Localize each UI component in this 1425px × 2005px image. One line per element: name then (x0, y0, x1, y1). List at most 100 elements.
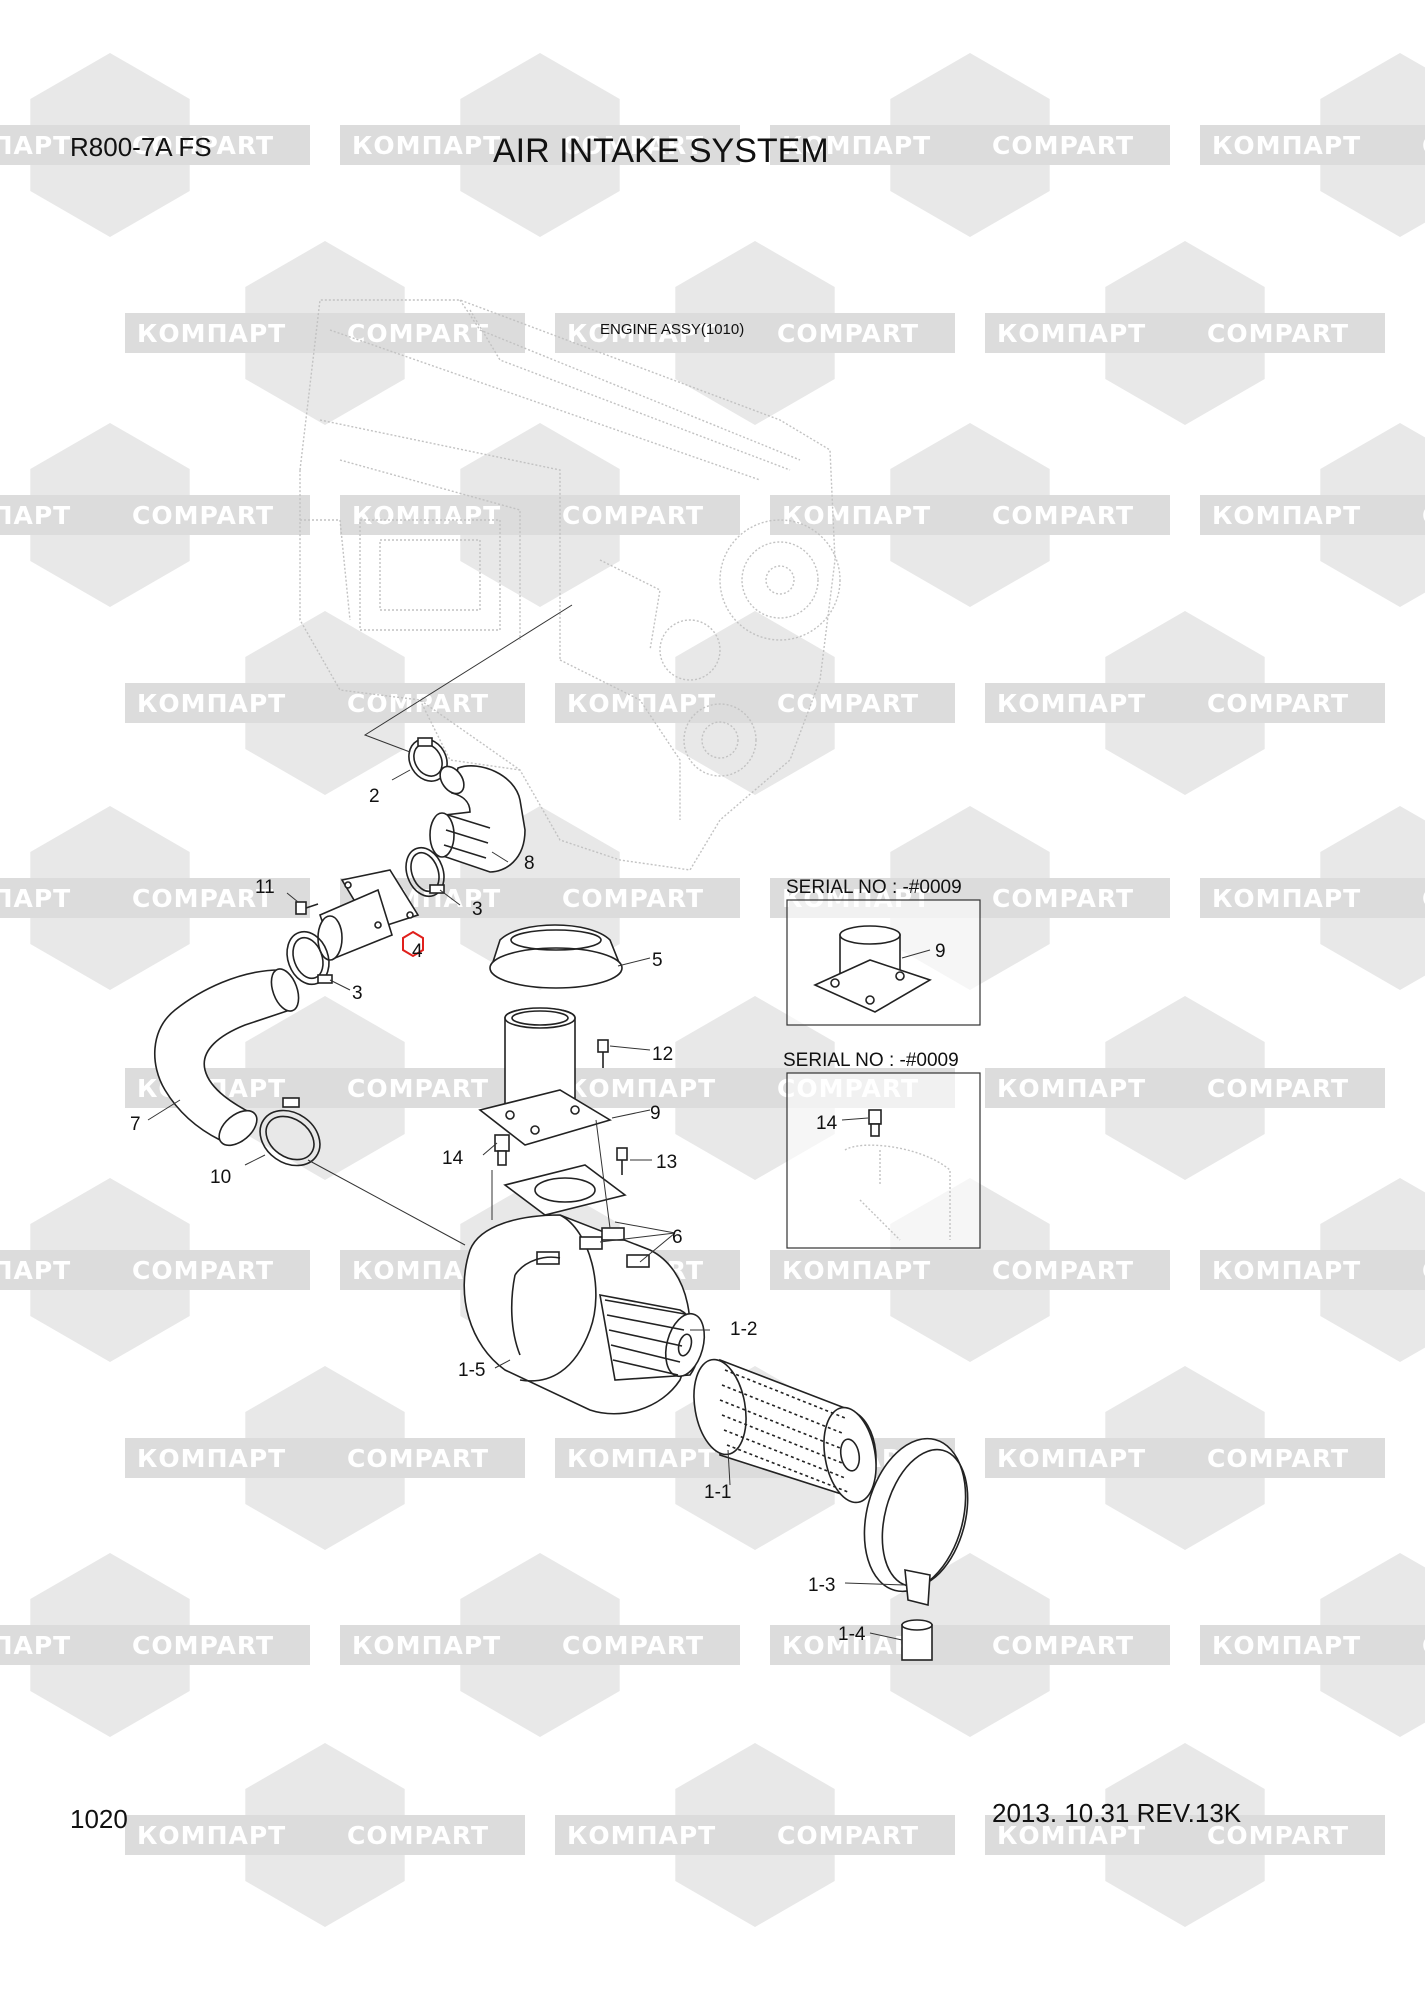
bolt-12 (597, 1039, 609, 1068)
elbow-hose-8 (429, 765, 526, 873)
page-number: 1020 (70, 1804, 128, 1834)
serial-box-title-upper: SERIAL NO : -#0009 (786, 877, 962, 898)
svg-text:COMPART: COMPART (562, 131, 704, 160)
serial-box-lower (786, 1072, 981, 1249)
callout-label: 1-1 (704, 1482, 731, 1503)
callout-label: 4 (412, 941, 423, 962)
svg-text:COMPART: COMPART (1207, 1074, 1349, 1103)
watermark-tile: КОМПАРТ COMPART (0, 806, 310, 990)
svg-text:КОМПАРТ: КОМПАРТ (567, 1444, 716, 1473)
svg-text:КОМПАРТ: КОМПАРТ (137, 1821, 286, 1850)
svg-text:COMPART: COMPART (1207, 689, 1349, 718)
callout-label: 14 (442, 1148, 464, 1169)
elbow-hose-7 (154, 968, 300, 1147)
svg-text:КОМПАРТ: КОМПАРТ (137, 319, 286, 348)
callout-label: 11 (255, 877, 275, 898)
svg-text:КОМПАРТ: КОМПАРТ (567, 1821, 716, 1850)
cap-5 (489, 924, 623, 989)
svg-text:КОМПАРТ: КОМПАРТ (1212, 131, 1361, 160)
svg-text:КОМПАРТ: КОМПАРТ (997, 1074, 1146, 1103)
svg-text:COMPART: COMPART (1422, 1256, 1425, 1285)
serial-box-title-lower: SERIAL NO : -#0009 (783, 1050, 959, 1071)
svg-text:COMPART: COMPART (132, 1256, 274, 1285)
callout-label: 3 (352, 983, 363, 1004)
watermark-tile: КОМПАРТ COMPART (985, 1366, 1385, 1550)
clamp-3-upper (405, 846, 445, 898)
svg-text:КОМПАРТ: КОМПАРТ (352, 1631, 501, 1660)
clamp-10 (259, 1097, 321, 1167)
highlight-marker (402, 930, 424, 958)
watermark-tile: КОМПАРТ COMPART (0, 423, 310, 607)
watermark-tile: КОМПАРТ COMPART (770, 53, 1170, 237)
svg-text:COMPART: COMPART (132, 884, 274, 913)
watermark-layer: КОМПАРТ COMPART КОМПАРТ COMPART КОМПАРТ COMPA… (0, 53, 1425, 1927)
svg-text:COMPART: COMPART (347, 689, 489, 718)
svg-text:КОМПАРТ: КОМПАРТ (0, 501, 71, 530)
svg-text:COMPART: COMPART (992, 131, 1134, 160)
svg-text:COMPART: COMPART (1422, 1631, 1425, 1660)
svg-text:COMPART: COMPART (1207, 1444, 1349, 1473)
callout-label: 8 (524, 853, 535, 874)
callout-label: 1-3 (808, 1575, 835, 1596)
svg-text:КОМПАРТ: КОМПАРТ (567, 1074, 716, 1103)
svg-text:COMPART: COMPART (1207, 319, 1349, 348)
callout-label: 1-5 (458, 1360, 485, 1381)
callout-label: 12 (652, 1044, 673, 1065)
svg-text:КОМПАРТ: КОМПАРТ (352, 131, 501, 160)
svg-text:COMPART: COMPART (1207, 1821, 1349, 1850)
flange-pipe-4 (317, 869, 420, 961)
svg-text:COMPART: COMPART (777, 1821, 919, 1850)
svg-text:COMPART: COMPART (347, 1821, 489, 1850)
watermark-tile: КОМПАРТ COMPART (985, 611, 1385, 795)
svg-text:COMPART: COMPART (132, 501, 274, 530)
svg-text:КОМПАРТ: КОМПАРТ (352, 501, 501, 530)
clamp-3-lower (286, 930, 333, 986)
svg-text:КОМПАРТ: КОМПАРТ (782, 1256, 931, 1285)
watermark-tile: КОМПАРТ COMPART (985, 241, 1385, 425)
svg-text:КОМПАРТ: КОМПАРТ (567, 689, 716, 718)
svg-text:COMPART: COMPART (132, 1631, 274, 1660)
svg-text:COMPART: COMPART (562, 884, 704, 913)
bolt-13 (616, 1147, 628, 1175)
watermark-tile: КОМПАРТ COMPART (0, 1178, 310, 1362)
svg-text:КОМПАРТ: КОМПАРТ (137, 1444, 286, 1473)
callout-label: 1-4 (838, 1624, 866, 1645)
svg-text:COMPART: COMPART (777, 319, 919, 348)
watermark-tile: КОМПАРТ COMPART (1200, 53, 1425, 237)
svg-text:КОМПАРТ: КОМПАРТ (0, 884, 71, 913)
svg-text:COMPART: COMPART (1422, 884, 1425, 913)
svg-text:КОМПАРТ: КОМПАРТ (0, 1256, 71, 1285)
revision-date: 2013. 10.31 REV.13K (992, 1798, 1242, 1828)
serial-box-callout-upper: 9 (935, 941, 946, 962)
callout-label: 7 (130, 1114, 141, 1135)
serial-box-callout-lower: 14 (816, 1113, 838, 1134)
svg-text:COMPART: COMPART (347, 1444, 489, 1473)
watermark-tile: КОМПАРТ COMPART (555, 1743, 955, 1927)
page-title: AIR INTAKE SYSTEM (493, 132, 829, 170)
svg-text:COMPART: COMPART (1422, 131, 1425, 160)
serial-box-upper (786, 899, 981, 1026)
svg-text:КОМПАРТ: КОМПАРТ (782, 131, 931, 160)
svg-text:КОМПАРТ: КОМПАРТ (997, 1444, 1146, 1473)
svg-text:КОМПАРТ: КОМПАРТ (997, 319, 1146, 348)
callout-label: 6 (672, 1227, 683, 1248)
callout-label: 1-2 (730, 1319, 757, 1340)
svg-text:COMPART: COMPART (347, 1074, 489, 1103)
svg-text:КОМПАРТ: КОМПАРТ (997, 689, 1146, 718)
svg-text:COMPART: COMPART (992, 884, 1134, 913)
callout-label: 13 (656, 1152, 677, 1173)
watermark-tile: КОМПАРТ COMPART (125, 1743, 525, 1927)
svg-text:КОМПАРТ: КОМПАРТ (997, 1821, 1146, 1850)
